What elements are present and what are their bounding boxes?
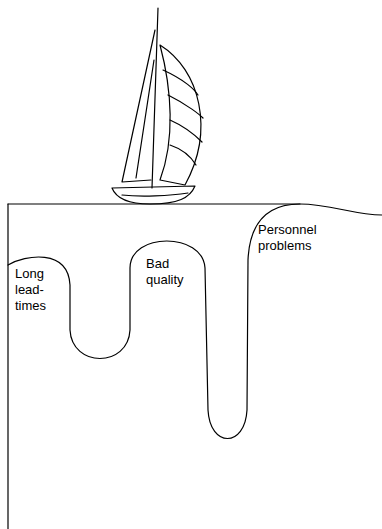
rock-label: Personnel problems xyxy=(258,222,332,254)
boat-hull xyxy=(112,186,195,204)
mast xyxy=(152,8,158,188)
spinnaker-stripe xyxy=(163,70,198,95)
sail-seam xyxy=(136,60,154,178)
rock-label: Long lead-times xyxy=(15,266,65,314)
spinnaker-stripe xyxy=(168,95,203,118)
mainsail xyxy=(122,30,155,182)
spinnaker-stripe xyxy=(170,120,202,142)
wall-line xyxy=(7,204,8,529)
spinnaker-stripe xyxy=(170,145,196,165)
rocks-outline xyxy=(8,204,382,439)
spinnaker xyxy=(160,45,201,185)
hull-line xyxy=(122,193,188,196)
rock-label: Bad quality xyxy=(146,256,198,288)
